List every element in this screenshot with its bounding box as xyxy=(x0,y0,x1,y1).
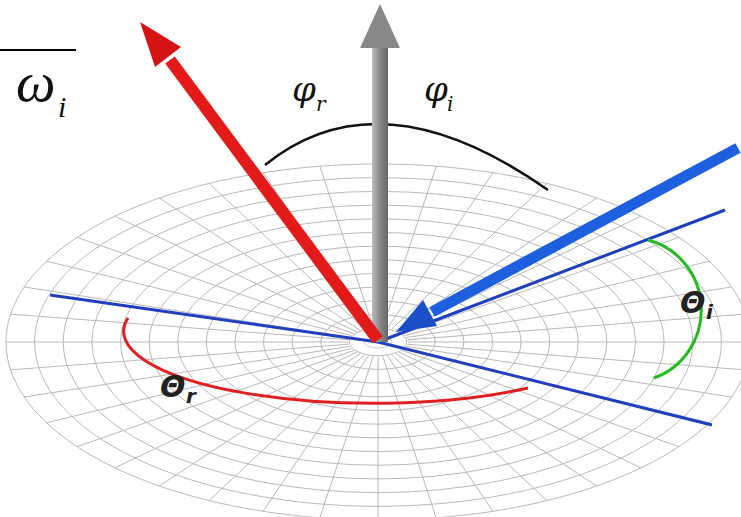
subscript: i xyxy=(447,94,453,114)
grid-spoke xyxy=(11,314,349,340)
grid-spoke xyxy=(47,261,352,335)
grid-spoke xyxy=(383,166,437,328)
grid-spoke xyxy=(11,344,349,370)
reference-direction xyxy=(378,342,712,425)
grid-spoke xyxy=(159,198,360,330)
subscript: i xyxy=(58,92,66,122)
subscript: r xyxy=(186,386,196,406)
incident-head xyxy=(396,300,437,332)
grid-spoke xyxy=(383,356,437,517)
reflected-head xyxy=(140,22,181,67)
reflected-shaft xyxy=(170,60,378,340)
normal-shaft xyxy=(372,44,388,342)
angle-symbol: φ xyxy=(292,72,316,106)
grid-spoke xyxy=(392,355,547,501)
grid-spoke xyxy=(77,350,354,446)
grid-spoke xyxy=(387,356,493,512)
grid-spoke xyxy=(402,350,679,446)
grid-spoke xyxy=(6,342,348,343)
reflected-projection xyxy=(50,295,378,342)
grid-spoke xyxy=(209,355,364,501)
phi-arc xyxy=(265,124,548,190)
grid-spoke xyxy=(320,356,374,517)
grid-spoke xyxy=(395,354,596,486)
normal-head xyxy=(360,4,400,48)
grid-spoke xyxy=(115,216,357,332)
fraction-bar xyxy=(0,49,76,51)
grid-spoke xyxy=(378,356,379,517)
grid-spoke xyxy=(209,183,364,329)
grid-spoke xyxy=(408,342,741,343)
grid-spoke xyxy=(263,356,369,512)
grid-spoke xyxy=(159,354,360,486)
angle-symbol: Θ xyxy=(160,372,186,402)
angle-symbol: Θ xyxy=(680,288,706,318)
subscript: i xyxy=(706,302,713,322)
subscript: r xyxy=(316,94,326,114)
incident-projection xyxy=(378,210,725,342)
angle-symbol: φ xyxy=(424,72,448,106)
grid-spoke xyxy=(399,352,641,468)
grid-spoke xyxy=(47,348,352,422)
grid-spoke xyxy=(115,352,357,468)
theta-r-arc xyxy=(124,318,528,403)
solid-angle-symbol: ω xyxy=(16,54,56,110)
